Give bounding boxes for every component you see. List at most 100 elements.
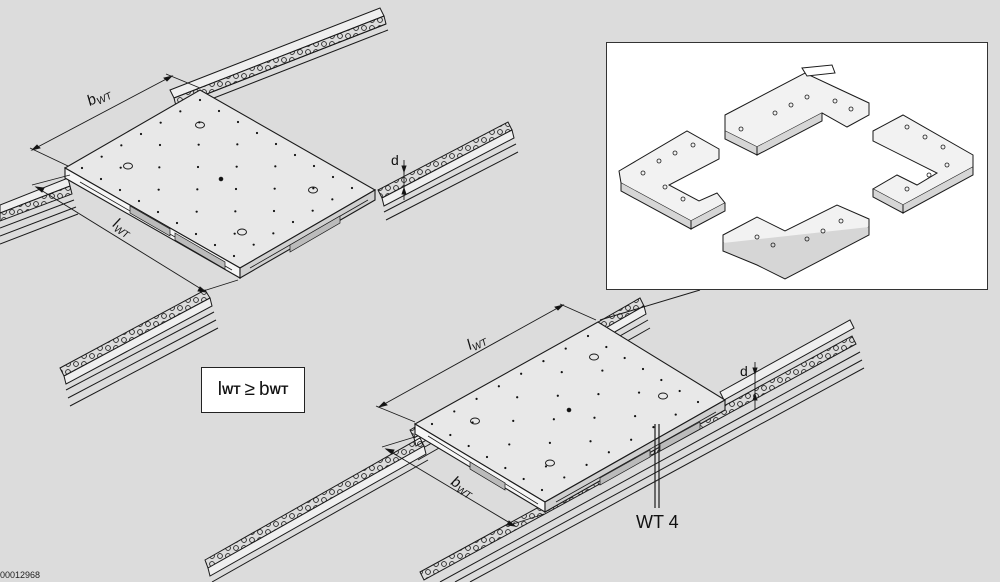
pallet-dot — [586, 334, 590, 338]
pallet-dot — [272, 232, 275, 235]
label-bwt-bottom: bWT — [447, 473, 478, 502]
pallet-dot — [660, 378, 663, 382]
pallet-dot — [564, 347, 567, 350]
pallet-dot — [641, 367, 645, 371]
pallet-dot — [623, 356, 626, 360]
label-d-bottom: d — [740, 363, 748, 379]
pallet-dot — [198, 121, 201, 124]
top-conveyor-rail-front — [59, 121, 519, 407]
pallet-dot — [232, 254, 236, 258]
corner-guide-right — [871, 114, 974, 206]
bottom-pallet-holes — [470, 353, 668, 467]
pallet-dot — [589, 440, 592, 443]
pallet-dot — [198, 98, 202, 102]
pallet-dot — [234, 210, 237, 213]
pallet-dot — [120, 144, 123, 147]
pallet-dot — [607, 451, 610, 454]
label-wt4: WT 4 — [636, 512, 679, 532]
pallet-dot — [99, 177, 103, 181]
corner-guide-left — [618, 130, 726, 222]
pallet-dot — [196, 188, 199, 191]
pallet-dot — [556, 394, 559, 397]
label-bwt-top: bWT — [84, 83, 115, 111]
pallet-dot — [331, 198, 334, 201]
pallet-dot — [548, 441, 552, 444]
pallet-dot — [350, 186, 354, 190]
pallet-dot — [674, 413, 677, 416]
top-workpiece-pallet — [63, 89, 377, 279]
pallet-dot — [158, 166, 161, 169]
formula-l: l — [217, 379, 222, 400]
pallet-dot — [194, 232, 198, 236]
pallet-dot — [475, 397, 478, 400]
pallet-dot — [467, 444, 470, 448]
pallet-dot — [274, 165, 277, 168]
pallet-dot — [449, 433, 452, 437]
pallet-dot — [234, 187, 238, 191]
pallet-dot — [508, 443, 511, 446]
pallet-dot — [678, 389, 681, 393]
pallet-dot — [274, 142, 278, 146]
label-d-top: d — [391, 152, 399, 168]
wt4-leader-line — [654, 424, 660, 508]
pallet-dot — [605, 345, 608, 349]
pallet-dot — [696, 400, 700, 404]
dim-bwt-top — [29, 73, 201, 167]
figure-code: 00012968 — [0, 570, 41, 580]
pallet-dot — [217, 109, 221, 113]
pallet-dot — [159, 121, 162, 124]
label-lwt-top: lWT — [109, 215, 136, 242]
formula-b: b — [259, 379, 270, 400]
pallet-dot — [633, 415, 637, 418]
formula-l-sub: WT — [221, 383, 241, 397]
pallet-dot — [80, 166, 84, 170]
pallet-dot — [236, 120, 240, 124]
pallet-dot — [139, 132, 143, 136]
pallet-dot — [137, 199, 141, 203]
pallet-dot — [630, 438, 633, 441]
pallet-dot — [255, 131, 259, 135]
pallet-dot — [563, 476, 566, 479]
pallet-dot — [291, 220, 295, 224]
pallet-dot — [544, 465, 548, 468]
pallet-dot — [585, 463, 588, 466]
pallet-dot — [542, 360, 545, 363]
pallet-dot — [512, 419, 515, 422]
pallet-dot — [593, 416, 596, 419]
pallet-dot — [540, 488, 544, 492]
dim-bwt-bottom — [381, 435, 545, 527]
pallet-dot — [560, 371, 563, 374]
pallet-dot — [252, 243, 255, 246]
pallet-dot — [236, 143, 239, 146]
pallet-dot — [430, 422, 434, 426]
pallet-dot — [195, 210, 198, 213]
pallet-dot — [520, 372, 523, 375]
pallet-dot — [516, 396, 519, 399]
pallet-dot — [213, 243, 217, 247]
pallet-dot — [273, 187, 276, 190]
pallet-dot — [157, 188, 160, 191]
pallet-dot — [272, 209, 276, 213]
corner-guides-drawing — [618, 64, 974, 280]
inset-corner-guides — [606, 42, 988, 290]
pallet-dot — [175, 221, 179, 225]
pallet-dot — [119, 166, 122, 169]
pallet-dot — [504, 466, 507, 470]
dim-d-bottom — [752, 362, 758, 410]
pallet-dot — [552, 418, 555, 421]
pallet-dot — [233, 232, 236, 235]
pallet-dot — [156, 210, 160, 214]
pallet-dot — [312, 187, 315, 190]
dim-lwt-top — [31, 174, 239, 293]
pallet-dot — [158, 143, 162, 147]
label-lwt-bottom: lWT — [464, 329, 490, 355]
pallet-dot — [331, 175, 335, 179]
pallet-dot — [197, 143, 200, 146]
pallet-dot — [311, 209, 314, 212]
pallet-dot — [497, 385, 500, 388]
pallet-dot — [312, 164, 316, 168]
pallet-dot — [471, 421, 474, 424]
bottom-conveyor-rail-left — [204, 437, 429, 582]
